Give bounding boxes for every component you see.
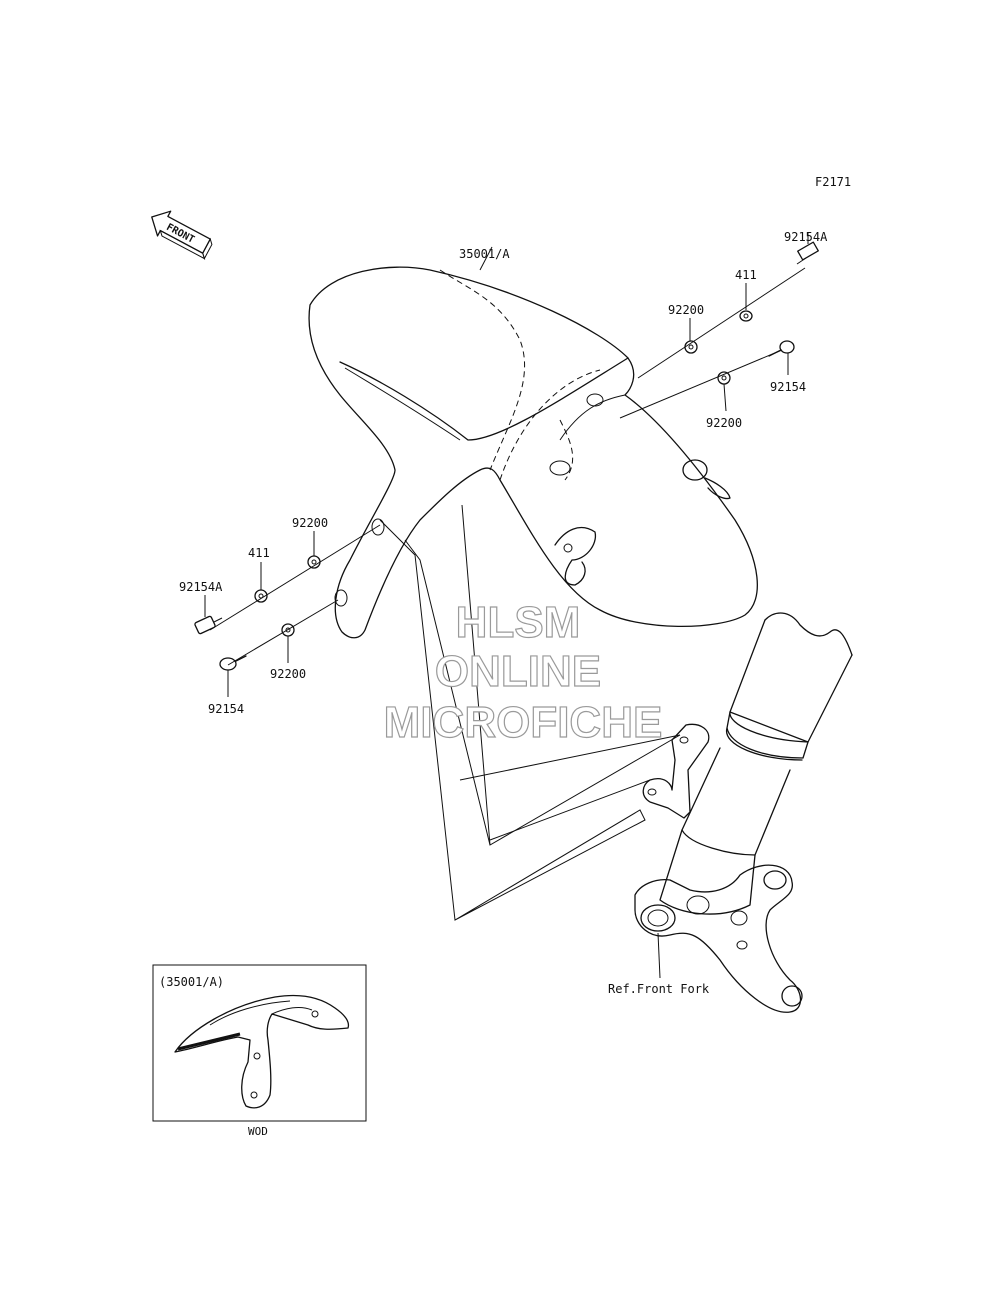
label-fender: 35001/A: [459, 247, 510, 261]
washer-92200-right-upper-icon: [684, 340, 698, 354]
bolt-92154-left-icon: [219, 655, 247, 671]
callout-leaders: [204, 232, 809, 979]
label-washer-411-right: 411: [735, 268, 757, 282]
watermark: HLSM ONLINE MICROFICHE: [383, 597, 663, 747]
label-washer-411-left: 411: [248, 546, 270, 560]
label-bolt-92154A-left: 92154A: [179, 580, 223, 594]
axis-lines: [209, 246, 806, 841]
bolt-92154A-left-icon: [194, 615, 223, 635]
bolt-92154-right-icon: [768, 340, 795, 357]
inset-caption: WOD: [248, 1125, 268, 1138]
label-washer-92200-right-upper: 92200: [668, 303, 704, 317]
watermark-line3: MICROFICHE: [384, 698, 663, 747]
washer-92200-right-lower-icon: [717, 371, 731, 385]
label-bolt-92154-left: 92154: [208, 702, 244, 716]
watermark-line2: ONLINE: [435, 647, 601, 696]
watermark-line1: HLSM: [456, 598, 581, 647]
label-washer-92200-left-lower: 92200: [270, 667, 306, 681]
inset-fender-icon: [174, 994, 350, 1109]
label-washer-92200-right-lower: 92200: [706, 416, 742, 430]
inset-title: (35001/A): [159, 975, 224, 989]
washer-411-right-icon: [739, 310, 753, 322]
front-fender: [308, 266, 758, 639]
front-arrow-icon: FRONT: [151, 210, 213, 260]
inset-box: (35001/A) WOD: [152, 964, 367, 1138]
front-label: FRONT: [164, 222, 196, 246]
label-bolt-92154A-right: 92154A: [784, 230, 828, 244]
bolt-92154A-right-icon: [796, 241, 819, 265]
label-front-fork-ref: Ref.Front Fork: [608, 982, 710, 996]
front-fork: [634, 612, 853, 1013]
label-bolt-92154-right: 92154: [770, 380, 806, 394]
label-washer-92200-left-upper: 92200: [292, 516, 328, 530]
figure-code: F2171: [815, 175, 851, 189]
fender-projection-outline: [379, 504, 681, 921]
